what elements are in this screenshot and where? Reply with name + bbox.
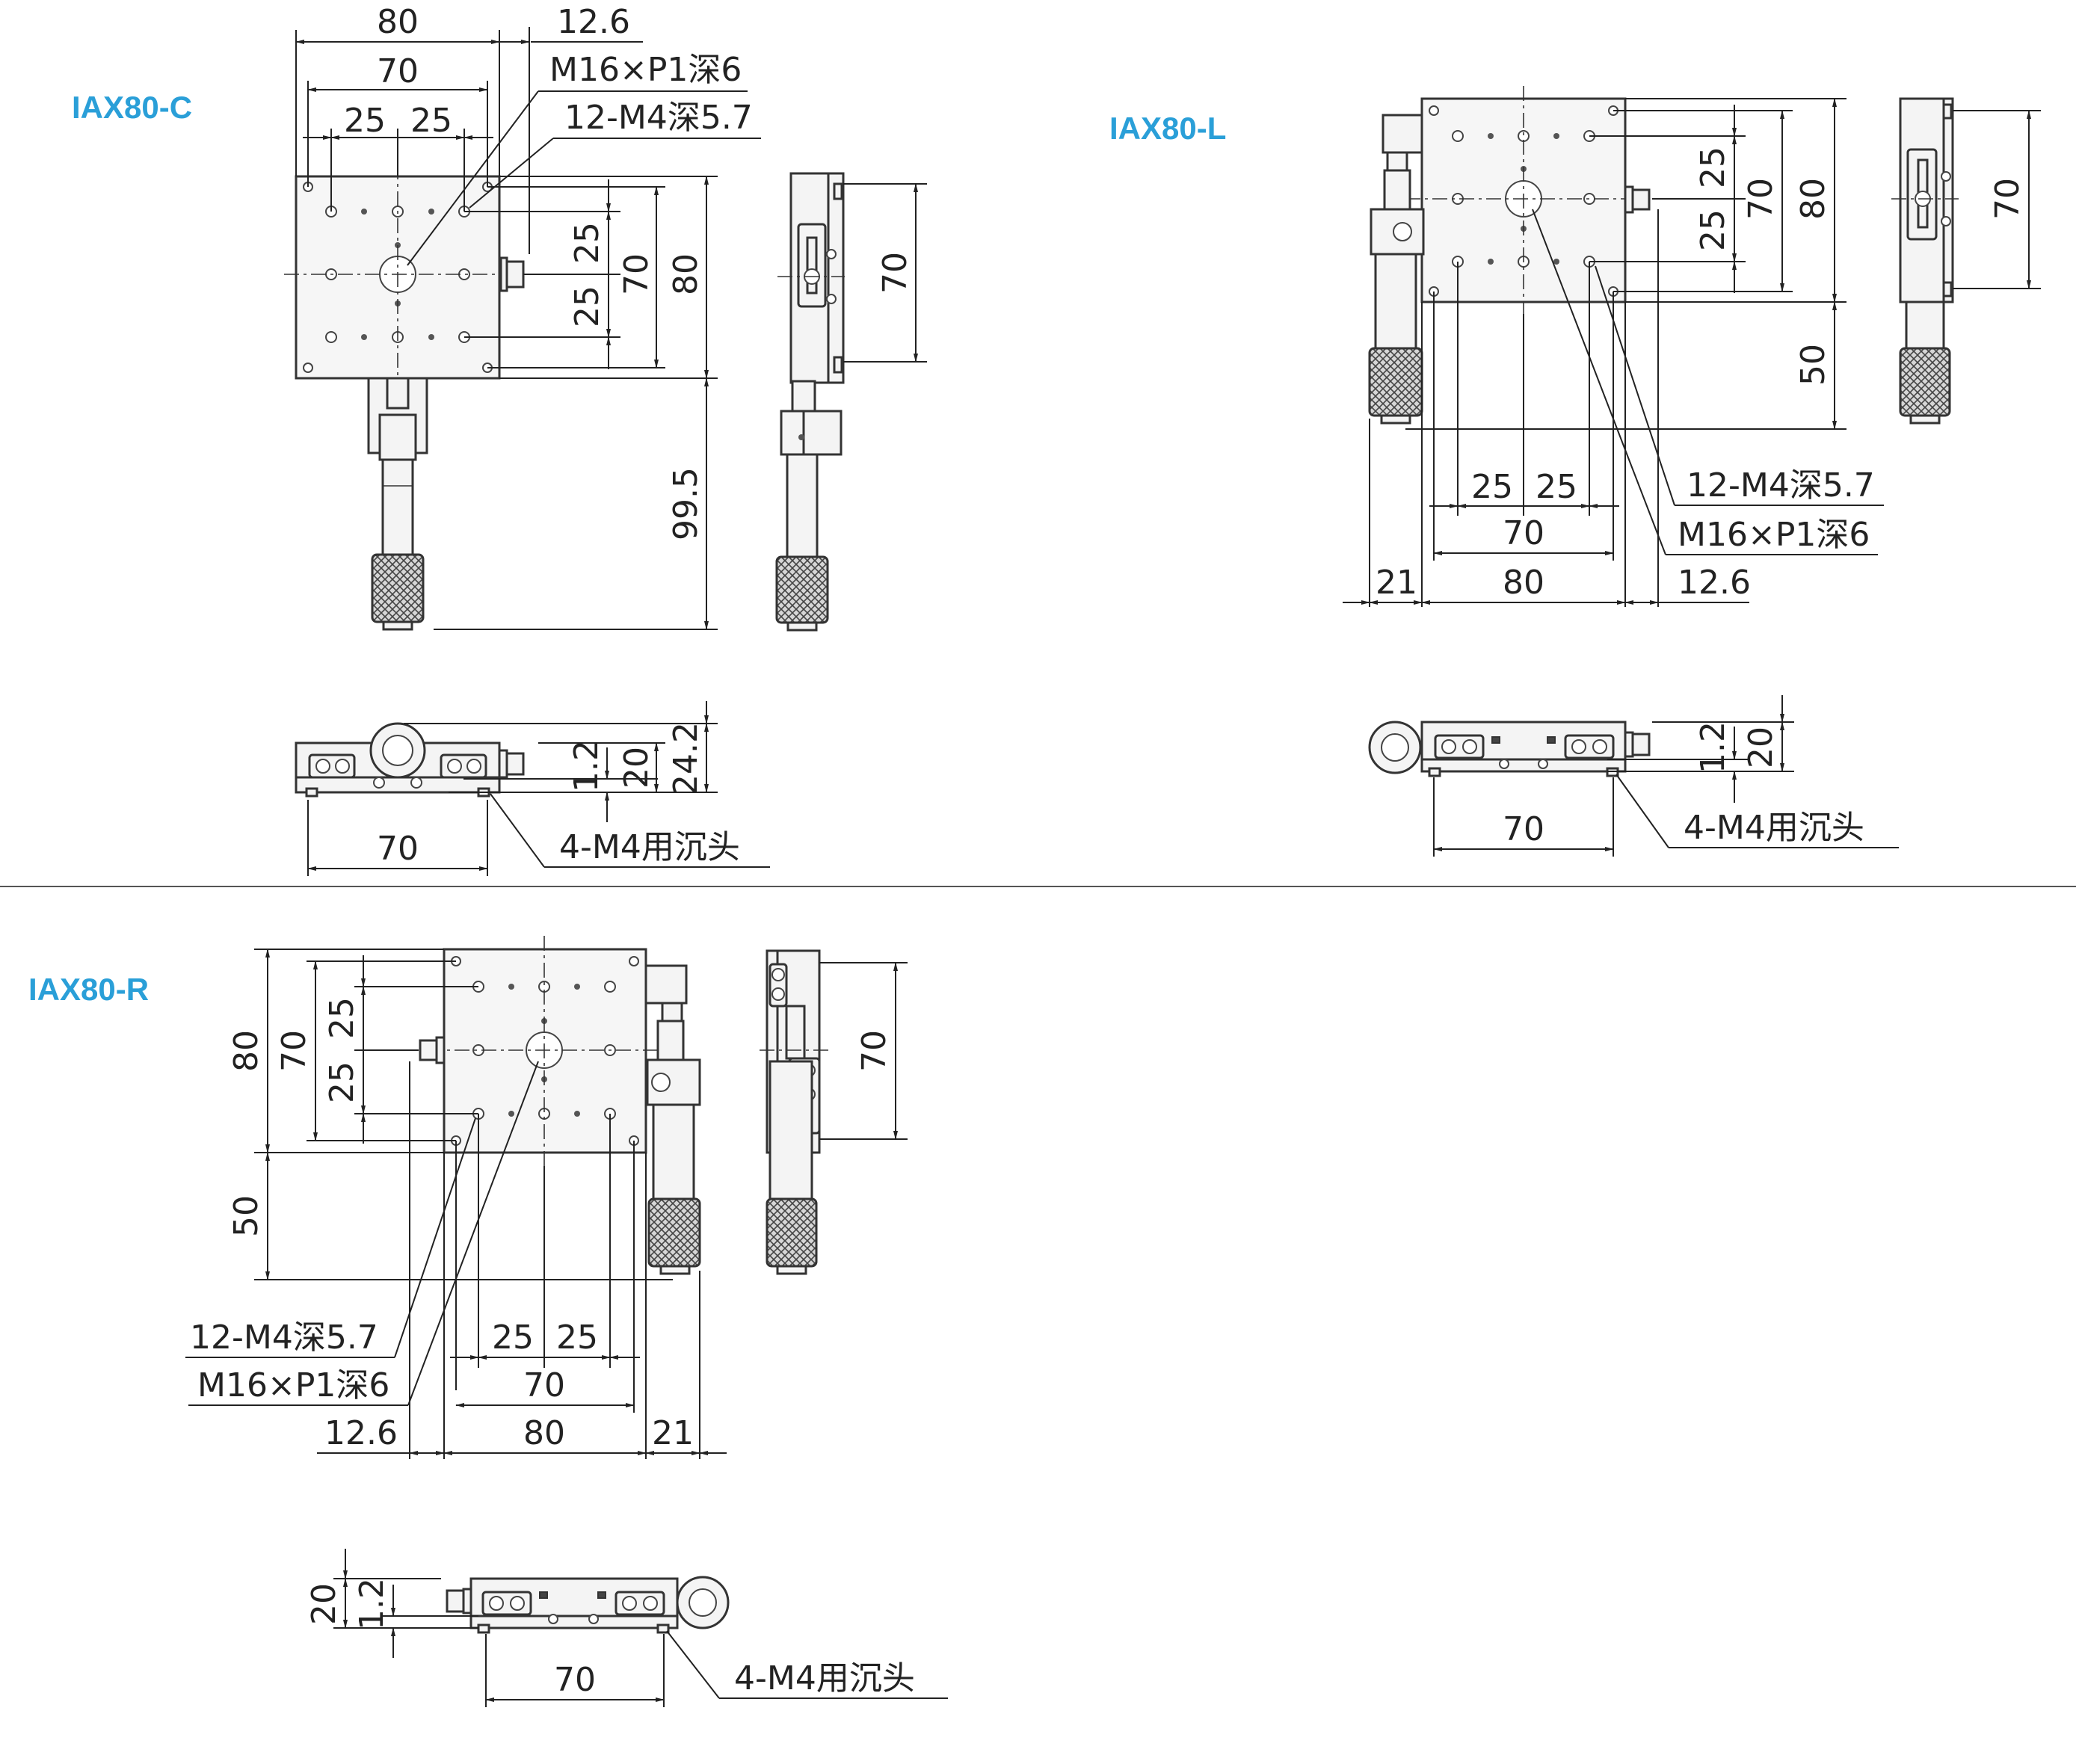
panel-iax80-r: IAX80-R [28, 936, 948, 1707]
callout-thread: M16×P1深6 [197, 1366, 389, 1404]
dim-offset-12-6: 12.6 [324, 1414, 398, 1452]
front-view: 1.2 20 24.2 70 4-M4用沉头 [295, 701, 770, 876]
dim-offset-12-6: 12.6 [557, 3, 630, 41]
dim-v25-top: 25 [568, 222, 606, 264]
dim-front-24-2: 24.2 [667, 722, 705, 795]
callout-holes: 12-M4深5.7 [564, 99, 753, 137]
side-view: 70 [1891, 97, 2041, 425]
dim-25-left: 25 [344, 102, 386, 140]
dim-v25-top: 25 [1694, 147, 1732, 188]
callout-counterbore: 4-M4用沉头 [1684, 809, 1864, 847]
panel-title: IAX80-R [28, 972, 149, 1007]
dim-width-70: 70 [523, 1366, 565, 1404]
dim-v50: 50 [227, 1195, 265, 1237]
side-view: 70 [775, 172, 927, 632]
micrometer [367, 377, 428, 631]
dim-25-right: 25 [556, 1319, 598, 1357]
front-view: 20 1.2 70 4-M4用沉头 [305, 1549, 948, 1707]
dim-v80: 80 [227, 1030, 265, 1072]
dim-v70: 70 [1742, 178, 1780, 220]
dim-width-80: 80 [523, 1414, 565, 1452]
dim-side-70: 70 [876, 252, 914, 294]
panel-iax80-c: IAX80-C [72, 3, 927, 876]
front-view: 1.2 20 70 4-M4用沉头 [1368, 695, 1899, 857]
dim-width-70: 70 [1503, 514, 1544, 552]
top-view: 80 12.6 70 25 25 25 2 [284, 3, 761, 631]
side-view: 70 [760, 949, 908, 1275]
panel-iax80-l: IAX80-L [1109, 86, 2041, 857]
dim-25-left: 25 [1471, 468, 1513, 506]
dim-front-20: 20 [617, 747, 656, 789]
dim-front-20: 20 [1742, 727, 1780, 768]
dim-side-70: 70 [855, 1030, 893, 1072]
dim-25-left: 25 [492, 1319, 534, 1357]
micrometer [644, 964, 701, 1275]
panel-title: IAX80-L [1109, 111, 1226, 146]
dim-front-70: 70 [554, 1661, 596, 1699]
dim-front-70: 70 [1503, 810, 1544, 848]
callout-holes: 12-M4深5.7 [190, 1319, 378, 1357]
dim-width-80: 80 [377, 3, 419, 41]
callout-holes: 12-M4深5.7 [1687, 466, 1875, 505]
dim-25-right: 25 [410, 102, 452, 140]
dim-v25-bottom: 25 [323, 1061, 361, 1103]
lock-knob [419, 1039, 438, 1061]
dim-side-70: 70 [1989, 178, 2027, 220]
dim-front-1-2: 1.2 [567, 740, 606, 792]
top-view: 25 25 70 80 50 25 25 70 [1343, 86, 1884, 607]
lock-knob [505, 260, 525, 289]
dim-v50: 50 [1794, 344, 1832, 386]
dim-v25-bottom: 25 [1694, 209, 1732, 251]
callout-thread: M16×P1深6 [549, 51, 742, 89]
callout-thread: M16×P1深6 [1678, 516, 1870, 554]
dim-v70: 70 [617, 253, 656, 295]
dim-front-20: 20 [305, 1583, 343, 1625]
dim-25-right: 25 [1536, 468, 1577, 506]
top-view: 80 70 25 25 50 25 25 [185, 936, 727, 1459]
dim-v25-bottom: 25 [568, 286, 606, 327]
callout-counterbore: 4-M4用沉头 [734, 1659, 915, 1697]
callout-counterbore: 4-M4用沉头 [559, 828, 740, 866]
dim-v70: 70 [275, 1030, 313, 1072]
dim-v25-top: 25 [323, 997, 361, 1039]
dim-21: 21 [1376, 564, 1417, 602]
dim-v80: 80 [1794, 178, 1832, 220]
dim-width-80: 80 [1503, 564, 1544, 602]
dim-v99-5: 99.5 [667, 467, 705, 540]
dim-front-1-2: 1.2 [353, 1578, 391, 1630]
dim-offset-12-6: 12.6 [1678, 564, 1751, 602]
dim-v80: 80 [667, 253, 705, 295]
dim-front-1-2: 1.2 [1694, 721, 1732, 774]
dim-front-70: 70 [377, 830, 419, 868]
micrometer [1368, 114, 1425, 425]
dim-width-70: 70 [377, 52, 419, 90]
lock-knob [1631, 188, 1651, 211]
panel-title: IAX80-C [72, 90, 192, 125]
dim-21: 21 [652, 1414, 694, 1452]
